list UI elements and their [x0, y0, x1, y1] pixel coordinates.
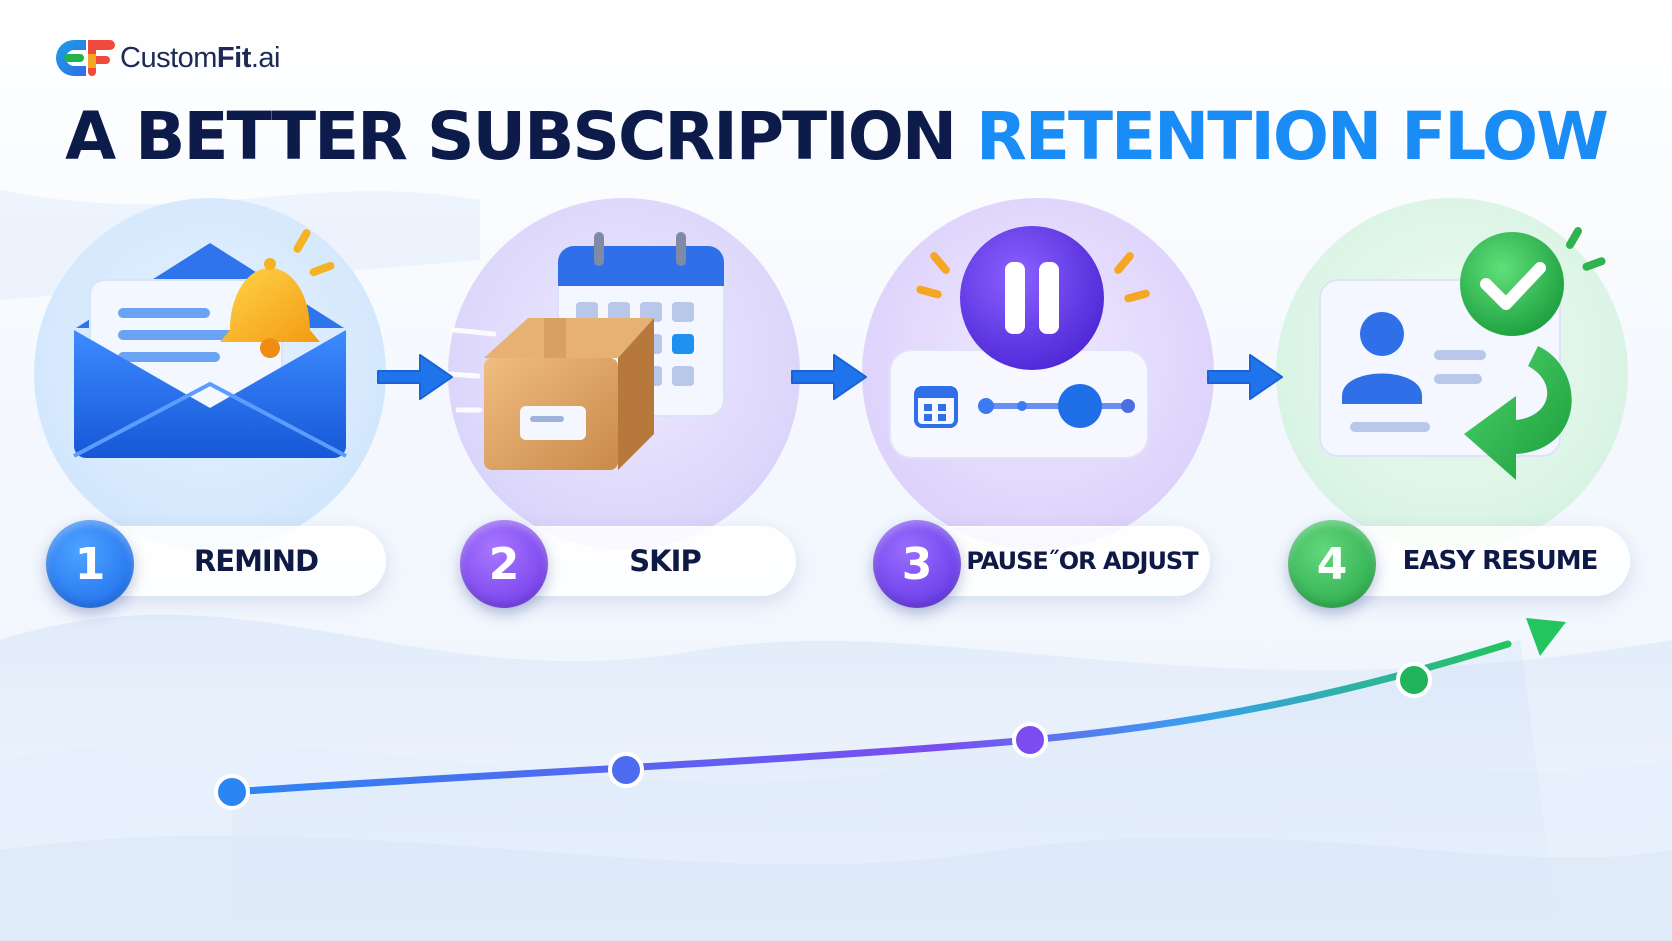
- brand-name-suffix: .ai: [250, 41, 281, 74]
- title-part-accent: RETENTION FLOW: [976, 98, 1609, 175]
- arrow-right-icon: [1207, 354, 1283, 400]
- growth-arrowhead-icon: [1526, 618, 1566, 656]
- brand-name-regular: Custom: [120, 41, 217, 74]
- profile-check-icon: [1319, 227, 1606, 480]
- brand-name: CustomFit.ai: [120, 41, 281, 75]
- growth-point-2: [608, 752, 644, 788]
- box-calendar-icon: [448, 232, 725, 470]
- growth-point-3: [1012, 722, 1048, 758]
- brand-logo[interactable]: CustomFit.ai: [52, 36, 281, 80]
- page-title: A BETTER SUBSCRIPTION RETENTION FLOW: [0, 94, 1672, 180]
- pause-slider-icon: [889, 226, 1150, 459]
- arrow-right-icon: [791, 354, 867, 400]
- title-part-dark: A BETTER SUBSCRIPTION: [65, 98, 957, 175]
- bell-icon: [220, 258, 320, 358]
- step-2-label: SKIP: [629, 544, 701, 578]
- growth-point-1: [214, 774, 250, 810]
- step-4-label: EASY RESUME: [1402, 546, 1599, 576]
- step-4-number-badge: 4: [1288, 520, 1376, 608]
- brand-name-bold: Fit: [216, 41, 251, 74]
- step-3-label: PAUSE˝OR ADJUST: [966, 547, 1198, 575]
- step-3-number-badge: 3: [873, 520, 961, 608]
- step-1-label: REMIND: [193, 544, 319, 578]
- step-2-illustration: [448, 198, 800, 550]
- package-box-icon: [484, 318, 654, 470]
- step-4-illustration: [1276, 198, 1628, 550]
- step-1-illustration: [34, 198, 386, 550]
- step-2-number-badge: 2: [460, 520, 548, 608]
- brand-logo-mark-icon: [56, 40, 115, 76]
- growth-point-4: [1396, 662, 1432, 698]
- arrow-right-icon: [377, 354, 453, 400]
- step-1-number-badge: 1: [46, 520, 134, 608]
- calendar-small-icon: [914, 386, 958, 428]
- step-3-illustration: [862, 198, 1214, 550]
- envelope-bell-icon: [73, 229, 347, 458]
